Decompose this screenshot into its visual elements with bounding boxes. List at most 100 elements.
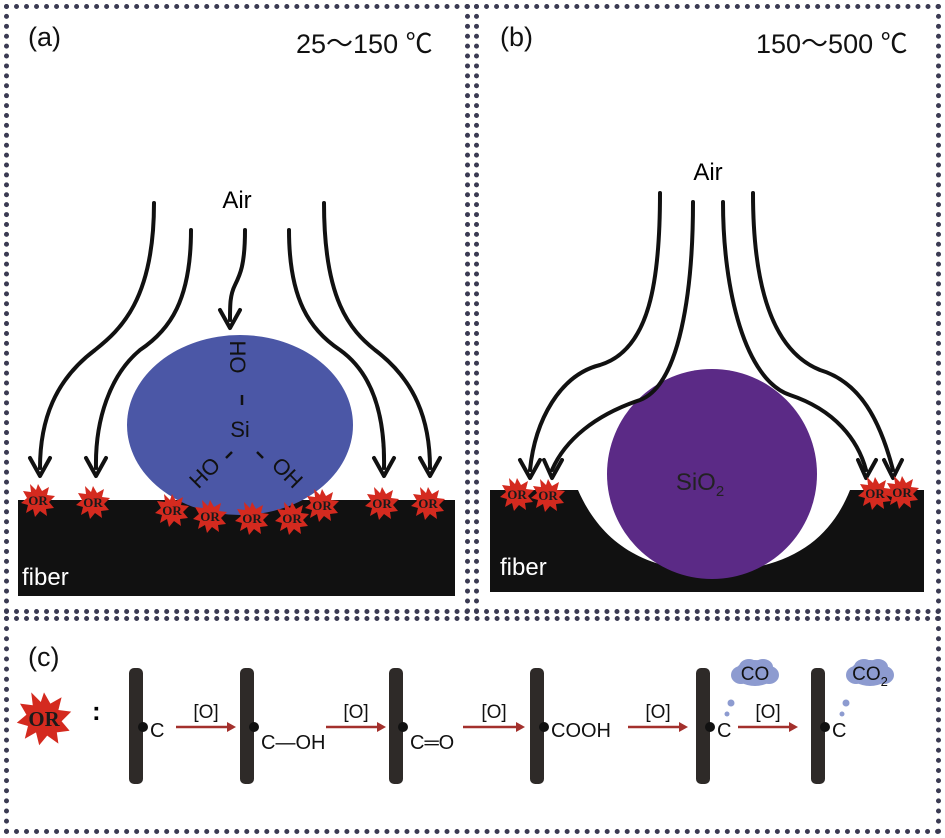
- bond-dot: [820, 722, 830, 732]
- or-badge-label: OR: [83, 495, 103, 510]
- fiber-rod: [389, 668, 403, 784]
- oxidant-label: [O]: [343, 702, 368, 723]
- or-badge: OR: [858, 477, 892, 510]
- functional-group-label: C: [832, 720, 846, 742]
- panel-a-label: (a): [28, 22, 61, 52]
- panel-b-fiber-label: fiber: [500, 554, 547, 581]
- or-badge-label: OR: [372, 496, 392, 511]
- or-badge: OR: [275, 502, 309, 535]
- arrowhead-icon: [227, 722, 236, 732]
- panel-b-fiber: [490, 490, 924, 592]
- functional-group-label: C═O: [410, 732, 454, 754]
- or-badge: OR: [365, 487, 399, 520]
- or-badge-label: OR: [282, 511, 302, 526]
- bond-dot: [138, 722, 148, 732]
- or-badge: OR: [235, 502, 269, 535]
- panel-a-arrowheads: [28, 308, 442, 478]
- panel-c-label: (c): [28, 642, 60, 672]
- panel-b-silica-particle: [607, 369, 817, 579]
- oxidation-step: C═O: [389, 668, 454, 784]
- arrowhead-icon: [518, 458, 542, 480]
- oxidant-label: [O]: [755, 702, 780, 723]
- panel-b-label: (b): [500, 22, 533, 52]
- oxidation-arrow: [O]: [176, 702, 236, 732]
- or-badge-label: OR: [28, 708, 60, 731]
- oxidation-step: C—OH: [240, 668, 325, 784]
- panel-a: [4, 4, 470, 614]
- gas-cloud: CO: [724, 659, 779, 717]
- or-badge: OR: [885, 476, 919, 509]
- oxidation-chain: C C—OH C═O COOH C CO C CO2 [O] [O] [O] [O] [O]: [129, 659, 894, 784]
- arrowhead-icon: [372, 456, 396, 478]
- oxidation-step: C CO: [696, 659, 779, 784]
- silicon-label: Si: [230, 417, 250, 442]
- arrowhead-icon: [218, 308, 242, 330]
- arrowhead-icon: [418, 456, 442, 478]
- or-badge-label: OR: [312, 498, 332, 513]
- fiber-rod: [129, 668, 143, 784]
- gas-label: CO2: [852, 664, 888, 689]
- arrowhead-icon: [28, 456, 52, 478]
- or-badge-label: OR: [162, 503, 182, 518]
- bond-dot: [539, 722, 549, 732]
- hydroxyl-top: HO: [225, 341, 250, 374]
- panel-a-silanol-particle: [127, 335, 353, 515]
- functional-group-label: C: [150, 720, 164, 742]
- oxidation-arrow: [O]: [326, 702, 386, 732]
- or-badge-label: OR: [538, 488, 558, 503]
- arrowhead-icon: [516, 722, 525, 732]
- or-badge: OR: [16, 692, 72, 746]
- arrowhead-icon: [377, 722, 386, 732]
- functional-group-label: C—OH: [261, 732, 325, 754]
- airflow-arrow: [38, 201, 156, 470]
- or-badge: OR: [305, 489, 339, 522]
- or-badge-label: OR: [242, 511, 262, 526]
- or-badge: OR: [531, 479, 565, 512]
- fiber-rod: [530, 668, 544, 784]
- or-badge: OR: [76, 486, 110, 519]
- panel-b-air-label: Air: [693, 159, 722, 186]
- bond-dot: [249, 722, 259, 732]
- arrowhead-icon: [542, 458, 564, 480]
- oxidant-label: [O]: [193, 702, 218, 723]
- airflow-arrow: [93, 228, 193, 470]
- oxidation-arrow: [O]: [738, 702, 798, 732]
- panel-a-temperature: 25～150 ℃: [296, 29, 433, 59]
- gas-label: CO: [741, 664, 770, 685]
- airflow-arrow: [228, 228, 247, 322]
- airflow-arrow: [528, 191, 662, 472]
- or-badge-label: OR: [865, 486, 885, 501]
- or-badge: OR: [411, 487, 445, 520]
- arrowhead-icon: [789, 722, 798, 732]
- or-badge-label: OR: [28, 493, 48, 508]
- arrowhead-icon: [679, 722, 688, 732]
- oxidation-step: C: [129, 668, 164, 784]
- oxidant-label: [O]: [481, 702, 506, 723]
- panel-a-air-label: Air: [222, 187, 251, 214]
- panel-b: [474, 4, 941, 614]
- fiber-rod: [696, 668, 710, 784]
- legend-colon: :: [92, 696, 101, 726]
- panel-b-temperature: 150～500 ℃: [756, 29, 908, 59]
- panel-b-arrowheads: [518, 458, 904, 480]
- arrowhead-icon: [856, 458, 878, 480]
- oxidant-label: [O]: [645, 702, 670, 723]
- arrowhead-icon: [882, 458, 904, 480]
- airflow-arrow: [322, 201, 432, 470]
- panel-a-airflow-arrows: [38, 201, 432, 470]
- panel-a-fiber-label: fiber: [22, 564, 69, 591]
- functional-group-label: COOH: [551, 720, 611, 742]
- bond-dot: [705, 722, 715, 732]
- or-badge-label: OR: [892, 485, 912, 500]
- arrowhead-icon: [84, 456, 108, 478]
- panel-b-airflow-arrows: [528, 191, 895, 472]
- oxidation-step: C CO2: [811, 659, 894, 784]
- panel-b-or-groups: OR OR OR OR: [500, 476, 919, 512]
- fiber-rod: [240, 668, 254, 784]
- bond-dot: [398, 722, 408, 732]
- functional-group-label: C: [717, 720, 731, 742]
- gas-cloud: CO2: [839, 659, 894, 717]
- or-badge: OR: [500, 478, 534, 511]
